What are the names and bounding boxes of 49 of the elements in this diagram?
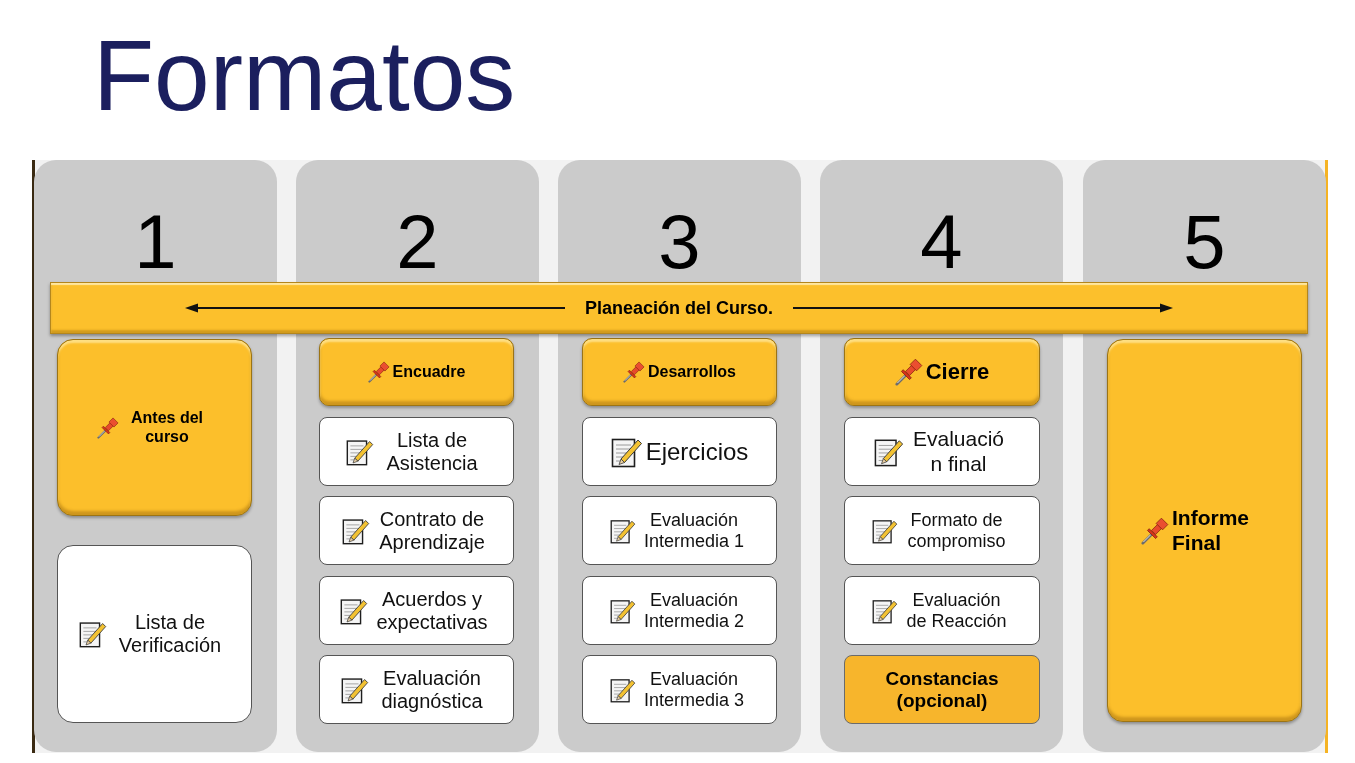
step-number: 3 [658, 204, 701, 280]
document-box [57, 545, 252, 723]
document-label: Lista de Verificación [117, 611, 223, 657]
page-title: Formatos [93, 18, 516, 133]
column-panel [1083, 160, 1326, 752]
document-label: Acuerdos y expectativas [375, 587, 489, 634]
column-panel [820, 160, 1063, 752]
document-box [319, 417, 514, 486]
banner-label: Planeación del Curso. [584, 296, 774, 320]
document-label: Evaluación de Reacción [905, 589, 1008, 632]
stage-box [319, 338, 514, 406]
document-box [582, 655, 777, 724]
document-label: Formato de compromiso [906, 509, 1007, 552]
column-panel [296, 160, 539, 752]
document-label: Evaluación Intermedia 3 [642, 668, 746, 711]
note-box [844, 655, 1040, 724]
stage-label: Encuadre [392, 362, 466, 382]
stage-box [57, 339, 252, 516]
stage-label: Desarrollos [647, 362, 736, 382]
document-label: Ejercicios [645, 437, 749, 466]
stage-label: Antes del curso [130, 409, 204, 446]
document-box [582, 576, 777, 645]
document-box [319, 496, 514, 565]
note-label: Constancias (opcional) [884, 667, 1000, 712]
document-box [844, 496, 1040, 565]
document-box [844, 417, 1040, 486]
stage-box [582, 338, 777, 406]
stage-box [844, 338, 1040, 406]
document-box [844, 576, 1040, 645]
stage-box [1107, 339, 1302, 722]
step-number: 1 [134, 204, 177, 280]
document-label: Evaluació n final [911, 427, 1006, 476]
document-box [582, 417, 777, 486]
document-box [582, 496, 777, 565]
step-number: 2 [396, 204, 439, 280]
step-number: 4 [920, 204, 963, 280]
document-label: Contrato de Aprendizaje [378, 507, 486, 554]
stage-label: Informe Final [1172, 506, 1250, 555]
document-label: Evaluación Intermedia 2 [642, 589, 746, 632]
banner-bar [50, 282, 1308, 334]
document-label: Evaluación Intermedia 1 [642, 509, 746, 552]
document-box [319, 655, 514, 724]
column-panel [558, 160, 801, 752]
column-panel [34, 160, 277, 752]
document-label: Lista de Asistencia [385, 428, 479, 475]
stage-label: Cierre [925, 359, 990, 385]
document-box [319, 576, 514, 645]
step-number: 5 [1183, 204, 1226, 280]
document-label: Evaluación diagnóstica [380, 666, 484, 713]
